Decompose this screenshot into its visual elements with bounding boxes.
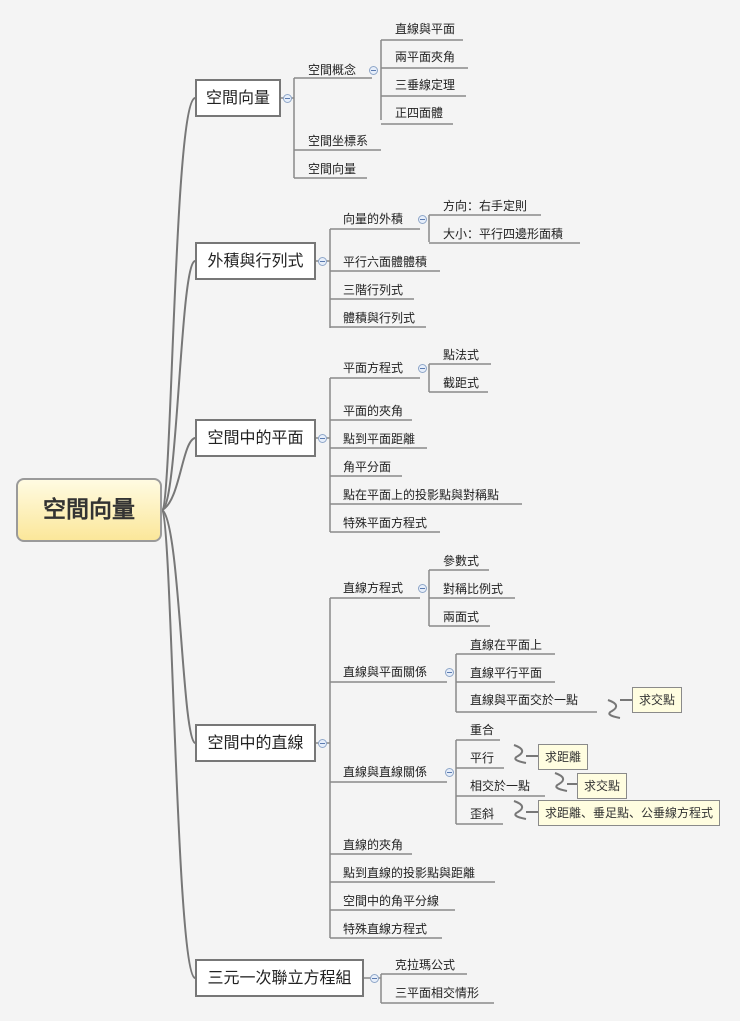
subtopic[interactable]: 三垂線定理 (395, 78, 456, 92)
subtopic[interactable]: 相交於一點 (470, 779, 531, 793)
topic-projection-symmetric[interactable]: 點在平面上的投影點與對稱點 (343, 488, 500, 502)
subtopic[interactable]: 直線與平面 (395, 22, 456, 36)
subtopic[interactable]: 兩平面夾角 (395, 50, 456, 64)
topic-line-angle[interactable]: 直線的夾角 (343, 838, 404, 852)
collapse-icon[interactable] (445, 668, 454, 677)
subtopic[interactable]: 點法式 (443, 348, 480, 362)
topic-point-line-projection[interactable]: 點到直線的投影點與距離 (343, 866, 476, 880)
topic-line-equation[interactable]: 直線方程式 (343, 581, 404, 595)
subtopic[interactable]: 歪斜 (470, 807, 495, 821)
topic-three-plane-intersection[interactable]: 三平面相交情形 (395, 986, 480, 1000)
branch-cross-product[interactable]: 外積與行列式 (195, 242, 316, 280)
subtopic[interactable]: 重合 (470, 723, 495, 737)
collapse-icon[interactable] (418, 215, 427, 224)
branch-plane[interactable]: 空間中的平面 (195, 419, 316, 457)
topic-volume-determinant[interactable]: 體積與行列式 (343, 311, 416, 325)
subtopic[interactable]: 方向：右手定則 (443, 199, 528, 213)
subtopic[interactable]: 參數式 (443, 554, 480, 568)
branch-space-vector[interactable]: 空間向量 (195, 79, 281, 117)
subtopic[interactable]: 直線平行平面 (470, 666, 543, 680)
callout-find-intersection: 求交點 (632, 687, 683, 713)
collapse-icon[interactable] (418, 584, 427, 593)
topic-special-plane[interactable]: 特殊平面方程式 (343, 516, 428, 530)
collapse-icon[interactable] (318, 739, 327, 748)
collapse-icon[interactable] (418, 364, 427, 373)
subtopic[interactable]: 對稱比例式 (443, 582, 504, 596)
subtopic[interactable]: 大小：平行四邊形面積 (443, 227, 564, 241)
topic-line-plane-relation[interactable]: 直線與平面關係 (343, 665, 428, 679)
topic-plane-angle[interactable]: 平面的夾角 (343, 404, 404, 418)
collapse-icon[interactable] (370, 974, 379, 983)
subtopic[interactable]: 平行 (470, 751, 495, 765)
callout-find-meet-point: 求交點 (577, 773, 628, 799)
collapse-icon[interactable] (318, 434, 327, 443)
subtopic[interactable]: 直線在平面上 (470, 638, 543, 652)
callout-skew-lines: 求距離、垂足點、公垂線方程式 (538, 800, 721, 826)
topic-parallelepiped-volume[interactable]: 平行六面體體積 (343, 255, 428, 269)
topic-space-concept[interactable]: 空間概念 (308, 63, 357, 77)
collapse-icon[interactable] (369, 66, 378, 75)
topic-line-line-relation[interactable]: 直線與直線關係 (343, 765, 428, 779)
branch-linear-system[interactable]: 三元一次聯立方程組 (195, 959, 364, 997)
topic-special-line[interactable]: 特殊直線方程式 (343, 922, 428, 936)
topic-point-plane-distance[interactable]: 點到平面距離 (343, 432, 416, 446)
topic-third-order-determinant[interactable]: 三階行列式 (343, 283, 404, 297)
topic-cramer-rule[interactable]: 克拉瑪公式 (395, 958, 456, 972)
topic-space-vector[interactable]: 空間向量 (308, 162, 357, 176)
topic-angle-bisector-line[interactable]: 空間中的角平分線 (343, 894, 440, 908)
topic-plane-equation[interactable]: 平面方程式 (343, 361, 404, 375)
branch-line[interactable]: 空間中的直線 (195, 724, 316, 762)
collapse-icon[interactable] (445, 768, 454, 777)
root-topic[interactable]: 空間向量 (16, 478, 162, 542)
subtopic[interactable]: 直線與平面交於一點 (470, 693, 579, 707)
subtopic[interactable]: 正四面體 (395, 106, 444, 120)
topic-bisector-plane[interactable]: 角平分面 (343, 460, 392, 474)
collapse-icon[interactable] (283, 94, 292, 103)
topic-cross-product[interactable]: 向量的外積 (343, 212, 404, 226)
collapse-icon[interactable] (318, 257, 327, 266)
callout-find-distance: 求距離 (538, 744, 589, 770)
subtopic[interactable]: 截距式 (443, 376, 480, 390)
topic-coordinate-system[interactable]: 空間坐標系 (308, 134, 369, 148)
subtopic[interactable]: 兩面式 (443, 610, 480, 624)
